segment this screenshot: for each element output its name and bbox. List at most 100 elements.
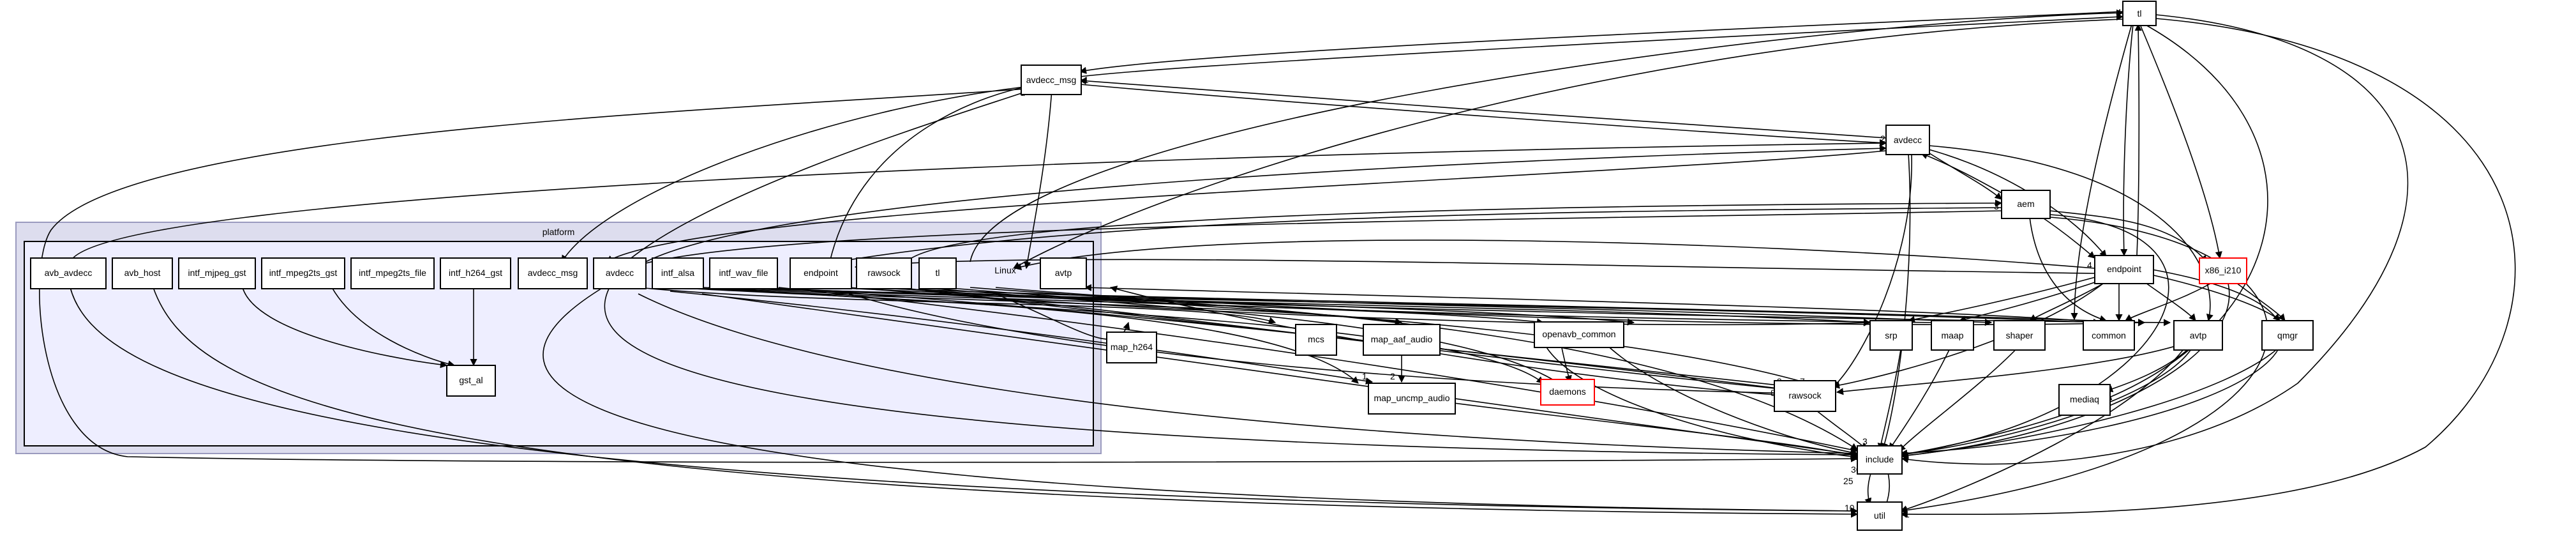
edge: [604, 287, 1859, 459]
edge-label: 10: [1845, 503, 1855, 513]
node-linux-avdecc-msg[interactable]: avdecc_msg: [518, 257, 588, 289]
node-label: maap: [1941, 330, 1963, 340]
edge: [848, 293, 1795, 397]
node-linux-rawsock[interactable]: rawsock: [856, 257, 912, 289]
node-label: map_uncmp_audio: [1374, 393, 1449, 403]
node-mediaq[interactable]: mediaq: [2058, 384, 2111, 416]
node-gst-al[interactable]: gst_al: [446, 365, 496, 397]
node-label: endpoint: [804, 268, 838, 278]
node-aem[interactable]: aem: [2001, 190, 2051, 219]
nodes: tl avdecc_msg avdecc aem endpoint x86_i2…: [30, 1, 2314, 531]
node-label: include: [1866, 454, 1894, 464]
edge: [153, 287, 1859, 518]
node-include[interactable]: include: [1857, 445, 1903, 475]
node-openavb-common[interactable]: openavb_common: [1534, 321, 1624, 348]
node-tl[interactable]: tl: [2122, 1, 2157, 26]
edge: [1448, 402, 1859, 459]
edge: [2120, 24, 2134, 257]
node-linux-avdecc[interactable]: avdecc: [593, 257, 647, 289]
edge: [2105, 341, 2196, 392]
node-label: tl: [936, 268, 940, 278]
edge: [1079, 77, 1887, 139]
node-label: avtp: [1055, 268, 1072, 278]
node-endpoint[interactable]: endpoint: [2094, 255, 2154, 284]
node-x86-i210[interactable]: x86_i210: [2199, 257, 2247, 284]
edge: [1899, 408, 2081, 457]
node-linux-endpoint[interactable]: endpoint: [790, 257, 852, 289]
node-util[interactable]: util: [1857, 501, 1903, 531]
node-rawsock[interactable]: rawsock: [1774, 380, 1836, 412]
edge: [1920, 152, 2002, 194]
edge: [925, 291, 1801, 394]
edge: [70, 139, 1887, 263]
node-intf-mpeg2ts-file[interactable]: intf_mpeg2ts_file: [350, 257, 435, 289]
node-avdecc[interactable]: avdecc: [1885, 125, 1930, 155]
node-label: avdecc_msg: [1026, 75, 1077, 85]
edge: [727, 287, 2101, 326]
node-maap[interactable]: maap: [1931, 320, 1974, 351]
node-intf-wav-file[interactable]: intf_wav_file: [709, 257, 778, 289]
edge: [1881, 153, 1911, 451]
node-linux-avtp[interactable]: avtp: [1040, 257, 1087, 289]
node-map-h264[interactable]: map_h264: [1106, 332, 1157, 363]
node-daemons[interactable]: daemons: [1540, 379, 1595, 406]
node-mcs[interactable]: mcs: [1295, 324, 1337, 356]
edge: [970, 9, 2124, 263]
node-qmgr[interactable]: qmgr: [2261, 320, 2314, 351]
node-label: x86_i210: [2205, 265, 2242, 275]
edge: [606, 150, 1887, 263]
edge: [2104, 24, 2268, 400]
edge: [1832, 153, 1912, 388]
node-srp[interactable]: srp: [1869, 320, 1913, 351]
cluster-platform-label: platform: [543, 227, 575, 237]
edge: [708, 287, 1544, 384]
edge: [2139, 278, 2196, 321]
edge: [2233, 280, 2286, 321]
node-avb-avdecc[interactable]: avb_avdecc: [30, 257, 107, 289]
edge: [854, 259, 2095, 274]
node-label: avdecc_msg: [528, 268, 578, 278]
node-label: intf_mpeg2ts_gst: [269, 268, 338, 278]
node-map-uncmp-audio[interactable]: map_uncmp_audio: [1368, 383, 1456, 415]
node-label: srp: [1885, 330, 1898, 340]
node-intf-h264-gst[interactable]: intf_h264_gst: [440, 257, 511, 289]
edge: [1899, 214, 2169, 458]
edge: [1927, 151, 2002, 200]
edge: [638, 287, 1277, 324]
node-label: intf_mpeg2ts_file: [359, 268, 426, 278]
edge: [1901, 13, 2409, 465]
node-label: rawsock: [867, 268, 901, 278]
edge: [1899, 17, 2516, 518]
node-label: common: [2092, 330, 2126, 340]
edge: [1543, 341, 1859, 461]
node-common[interactable]: common: [2083, 320, 2135, 351]
cluster-linux-label: Linux: [994, 265, 1015, 275]
node-intf-alsa[interactable]: intf_alsa: [652, 257, 704, 289]
edge: [1084, 284, 2107, 323]
node-linux-tl[interactable]: tl: [918, 257, 957, 289]
node-label: mediaq: [2070, 394, 2099, 404]
node-label: rawsock: [1788, 390, 1822, 400]
edge-label: 4: [2116, 7, 2122, 17]
edge-label: 1: [1084, 75, 1089, 85]
node-intf-mjpeg-gst[interactable]: intf_mjpeg_gst: [178, 257, 256, 289]
edge: [638, 293, 1859, 457]
edge: [331, 287, 456, 368]
edge: [1899, 341, 2190, 513]
edge: [2049, 210, 2208, 263]
node-label: map_h264: [1111, 342, 1153, 352]
node-map-aaf-audio[interactable]: map_aaf_audio: [1363, 324, 1441, 356]
node-shaper[interactable]: shaper: [1993, 320, 2046, 351]
node-label: mcs: [1308, 334, 1324, 344]
node-avdecc-msg[interactable]: avdecc_msg: [1021, 65, 1082, 95]
node-avtp[interactable]: avtp: [2173, 320, 2223, 351]
node-avb-host[interactable]: avb_host: [112, 257, 173, 289]
node-label: intf_mjpeg_gst: [188, 268, 246, 278]
node-label: shaper: [2006, 330, 2033, 340]
node-intf-mpeg2ts-gst[interactable]: intf_mpeg2ts_gst: [261, 257, 345, 289]
edge: [835, 207, 2002, 264]
node-label: daemons: [1549, 386, 1586, 397]
edge-label: 3: [1994, 201, 1999, 211]
edge: [1901, 280, 2230, 459]
edge: [2139, 22, 2222, 259]
